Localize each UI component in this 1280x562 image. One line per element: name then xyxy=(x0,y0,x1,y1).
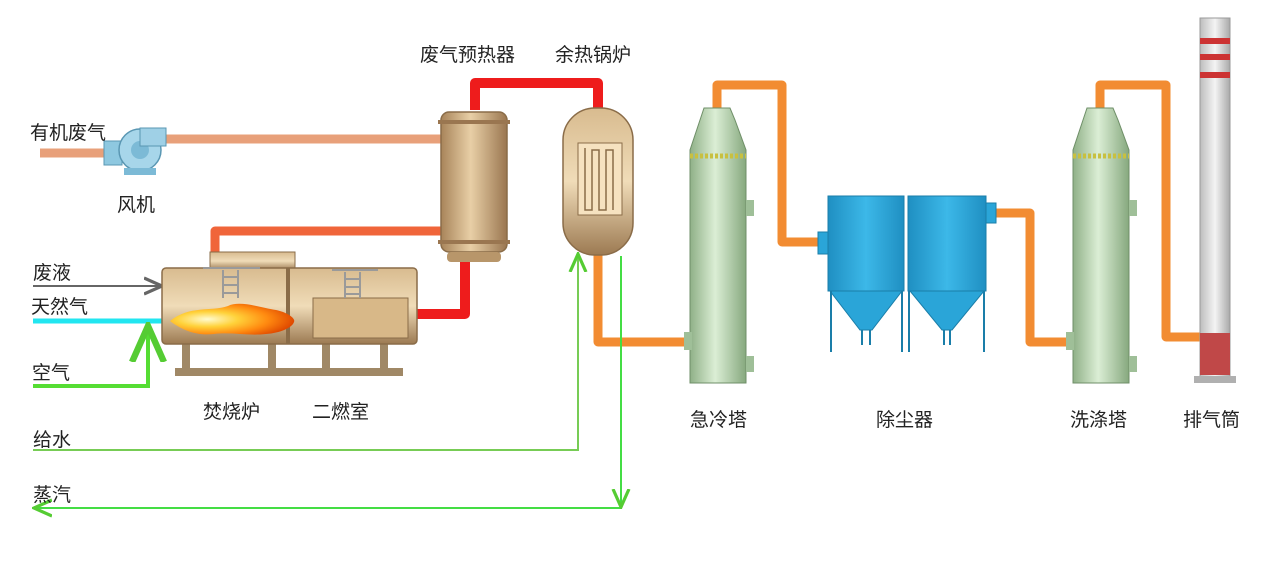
label-dust-collector: 除尘器 xyxy=(876,409,934,431)
label-quench-tower: 急冷塔 xyxy=(690,409,748,431)
label-fan: 风机 xyxy=(117,194,156,216)
label-waste-heat-boiler: 余热锅炉 xyxy=(555,44,632,66)
dust-collector xyxy=(817,195,997,352)
label-exhaust-preheater: 废气预热器 xyxy=(420,44,516,66)
waste-heat-boiler xyxy=(562,107,634,256)
quench-tower xyxy=(684,107,754,384)
collector-to-scrubber-pipe xyxy=(990,208,1070,347)
label-air: 空气 xyxy=(32,362,71,384)
chimney xyxy=(1194,17,1236,383)
label-steam: 蒸汽 xyxy=(33,484,72,506)
flame-icon xyxy=(170,303,295,335)
label-scrubber: 洗涤塔 xyxy=(1070,409,1128,431)
chamber-to-preheater-pipe xyxy=(417,262,470,319)
label-feed-water: 给水 xyxy=(33,429,72,451)
preheater-to-boiler-pipe xyxy=(470,78,603,110)
label-organic-exhaust: 有机废气 xyxy=(30,122,107,144)
exhaust-preheater xyxy=(438,111,510,262)
incinerator-unit xyxy=(161,251,418,376)
boiler-to-quench-pipe xyxy=(593,250,685,347)
label-natural-gas: 天然气 xyxy=(31,296,89,318)
label-waste-liquid: 废液 xyxy=(33,262,72,284)
label-incinerator: 焚烧炉 xyxy=(203,401,261,423)
scrubber-tower xyxy=(1066,107,1137,384)
boiler-coil-icon xyxy=(584,148,614,211)
feed-water-line xyxy=(33,256,578,451)
air-line xyxy=(33,330,148,388)
quench-to-collector-pipe xyxy=(712,80,825,247)
incinerator-to-preheater-pipe xyxy=(210,226,445,258)
scrubber-to-chimney-pipe xyxy=(1095,80,1200,342)
label-chimney: 排气筒 xyxy=(1183,409,1241,431)
fan-icon xyxy=(103,127,167,175)
label-secondary-chamber: 二燃室 xyxy=(312,401,370,423)
